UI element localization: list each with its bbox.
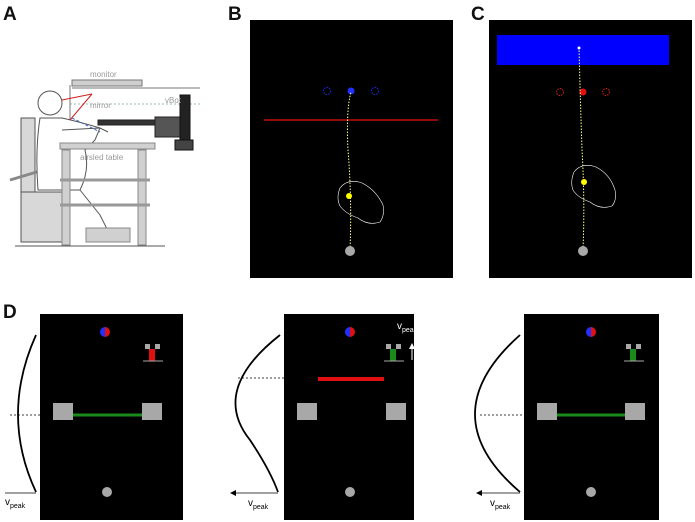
sightline-up xyxy=(61,93,93,101)
start-position-d3 xyxy=(586,487,596,497)
hand-outline-b xyxy=(337,181,384,224)
hand-outline-c xyxy=(571,165,616,208)
trajectory-c xyxy=(578,47,585,251)
cursor-b xyxy=(346,193,352,199)
label-monitor: monitor xyxy=(90,70,117,79)
trajectory-b xyxy=(346,91,352,251)
gate-post-left-d2 xyxy=(297,403,317,420)
panel-c-screen xyxy=(489,20,692,278)
chair-base xyxy=(20,191,67,243)
panel-label-d: D xyxy=(3,302,17,323)
gate-indicator-d1 xyxy=(149,349,155,361)
vpeak-label-d3: vpeak xyxy=(490,498,511,511)
panel-d1: vpeak xyxy=(5,314,183,520)
start-position-c xyxy=(578,246,588,256)
velocity-profile-d3 xyxy=(474,334,521,493)
gate-post-right-d1 xyxy=(142,403,162,420)
screen-b xyxy=(250,20,453,278)
panel-d3: vpeak xyxy=(474,314,659,520)
panel-label-b: B xyxy=(228,4,242,25)
target-left-b xyxy=(323,87,331,95)
vpeak-label-d2-screen: vpeak xyxy=(397,321,418,334)
panel-b-screen xyxy=(250,20,453,278)
target-left-c xyxy=(556,88,564,96)
gate-post-left-d3 xyxy=(537,403,557,420)
panel-d2: vpeak vpeak xyxy=(230,314,418,520)
panel-label-a: A xyxy=(3,4,17,25)
person-head xyxy=(37,90,63,116)
gate-post-right-d2 xyxy=(386,403,406,420)
target-right-c xyxy=(602,88,610,96)
cursor-c xyxy=(581,179,587,185)
vpeak-label-d2: vpeak xyxy=(248,498,269,511)
vpeak-label-d1: vpeak xyxy=(5,497,26,510)
target-center-b xyxy=(347,87,355,95)
velocity-profile-d2 xyxy=(234,334,281,493)
sightline-down xyxy=(69,93,93,121)
apparatus-illustration xyxy=(9,79,200,247)
label-vbot: vBot xyxy=(165,96,182,105)
gate-indicator-d3 xyxy=(630,349,636,361)
target-right-b xyxy=(371,87,379,95)
target-d3 xyxy=(591,327,596,337)
target-d1 xyxy=(105,327,110,337)
gate-post-right-d3 xyxy=(625,403,645,420)
monitor-shape xyxy=(71,79,143,87)
start-position-d2 xyxy=(345,487,355,497)
target-d2 xyxy=(350,327,355,337)
start-position-d1 xyxy=(102,487,112,497)
panel-label-c: C xyxy=(471,4,485,25)
airsled-table-top xyxy=(59,142,156,150)
gate-indicator-d2 xyxy=(390,349,396,361)
start-position-b xyxy=(345,246,355,256)
label-airsled-table: airsled table xyxy=(80,153,124,162)
label-mirror: mirror xyxy=(90,101,111,110)
feedback-bar-c xyxy=(497,35,669,65)
chair-back xyxy=(20,117,36,194)
target-center-c xyxy=(579,88,587,96)
gate-post-left-d1 xyxy=(53,403,73,420)
velocity-profile-d1 xyxy=(17,334,37,493)
